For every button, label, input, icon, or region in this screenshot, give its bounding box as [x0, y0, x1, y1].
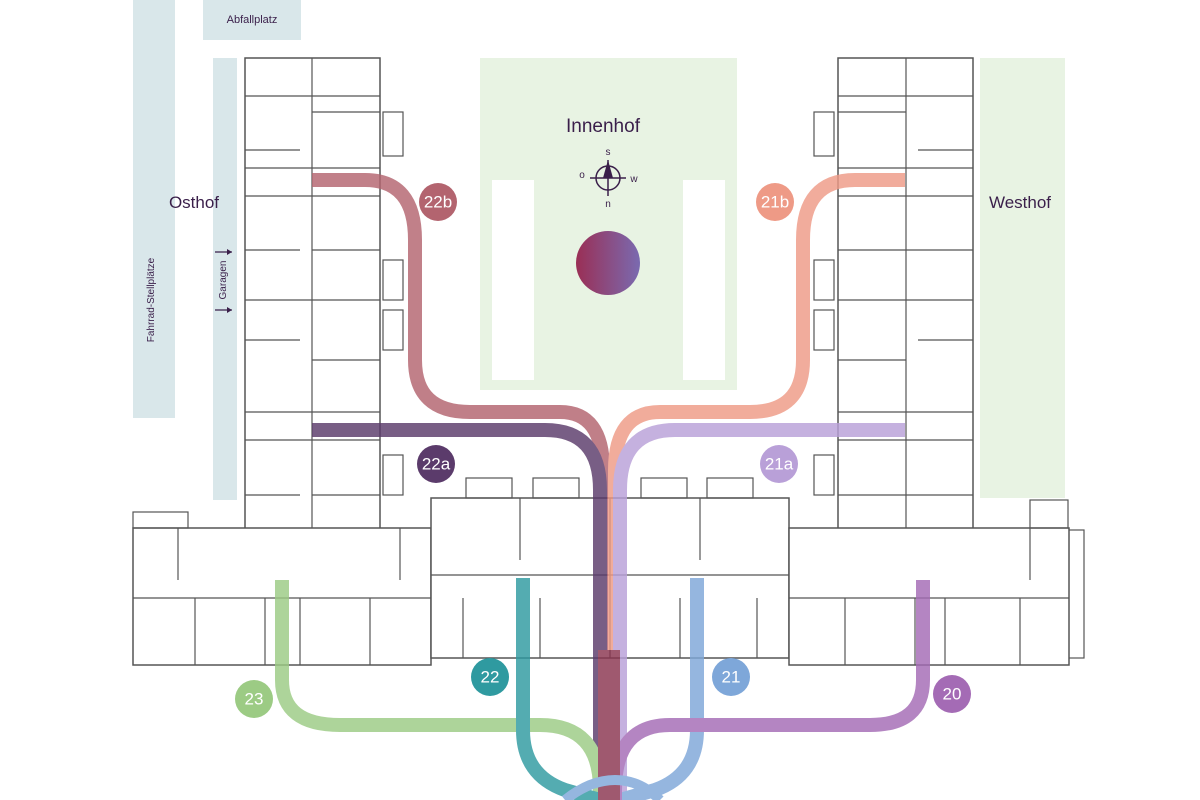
- badge-22a-label: 22a: [422, 455, 451, 474]
- east-yard-label: Osthof: [169, 193, 219, 212]
- badge-21[interactable]: 21: [712, 658, 750, 696]
- garage-area: [213, 58, 237, 500]
- compass-n-label: n: [605, 199, 611, 210]
- badge-22-label: 22: [481, 668, 500, 687]
- west-yard-label: Westhof: [989, 193, 1051, 212]
- west-courtyard: [980, 58, 1065, 498]
- route-paths: [275, 173, 930, 800]
- badge-22b[interactable]: 22b: [419, 183, 457, 221]
- badge-21a-label: 21a: [765, 455, 794, 474]
- compass-icon: s n o w: [579, 147, 638, 210]
- badge-22b-label: 22b: [424, 193, 452, 212]
- badge-22a[interactable]: 22a: [417, 445, 455, 483]
- route-21b: [608, 173, 905, 800]
- inner-yard-label: Innenhof: [566, 116, 641, 137]
- route-trunk: [598, 650, 620, 800]
- badge-21b[interactable]: 21b: [756, 183, 794, 221]
- route-21: [618, 578, 704, 800]
- compass-s-label: s: [606, 147, 611, 158]
- center-marker: [576, 231, 640, 295]
- route-22a: [312, 423, 607, 800]
- badge-20-label: 20: [943, 685, 962, 704]
- badge-23-label: 23: [245, 690, 264, 709]
- compass-w-label: w: [629, 174, 638, 185]
- route-22b: [312, 173, 610, 800]
- route-21a: [613, 423, 905, 800]
- badge-21-label: 21: [722, 668, 741, 687]
- route-23: [275, 580, 607, 800]
- route-22: [516, 578, 602, 800]
- badge-21a[interactable]: 21a: [760, 445, 798, 483]
- waste-label: Abfallplatz: [227, 14, 278, 26]
- bike-parking-area: [133, 0, 175, 418]
- compass-o-label: o: [579, 170, 585, 181]
- building-west-wing: [813, 57, 1085, 659]
- badge-23[interactable]: 23: [235, 680, 273, 718]
- building-east-wing: [244, 57, 404, 549]
- badge-22[interactable]: 22: [471, 658, 509, 696]
- badge-20[interactable]: 20: [933, 675, 971, 713]
- bike-parking-label: Fahrrad-Stellplätze: [146, 257, 157, 342]
- garage-arrow-icon: [215, 249, 232, 313]
- waste-area: [203, 0, 301, 40]
- garage-label: Garagen: [218, 261, 229, 300]
- badge-21b-label: 21b: [761, 193, 789, 212]
